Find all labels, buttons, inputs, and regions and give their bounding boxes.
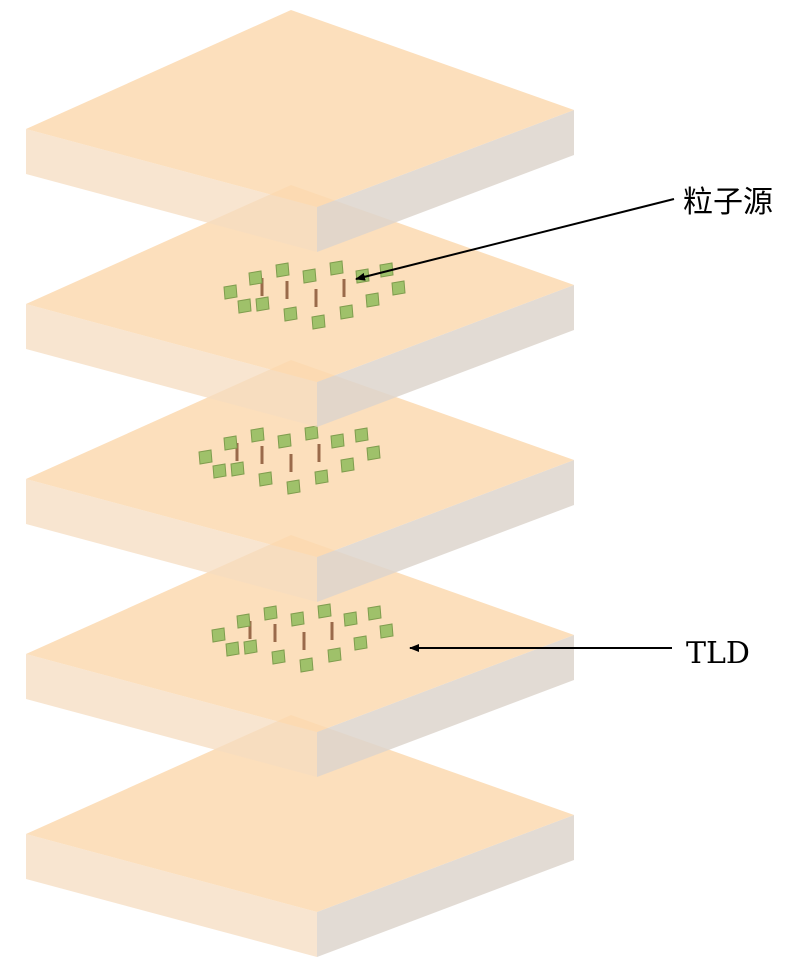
source-seed: [342, 279, 346, 297]
tld-chip: [223, 284, 238, 300]
slab-top-face: [26, 360, 574, 557]
tld-chip: [275, 262, 290, 278]
dosimeter-array: [211, 603, 394, 673]
source-seed: [317, 444, 321, 462]
source-seed: [302, 632, 306, 650]
slab-top-face: [26, 715, 574, 912]
source-seed: [314, 289, 318, 307]
tld-chip: [243, 639, 258, 655]
tld-chip: [391, 280, 406, 296]
particle-source-label: 粒子源: [683, 185, 773, 220]
tld-chip: [317, 603, 332, 619]
source-seed: [260, 278, 264, 296]
source-seed: [273, 624, 277, 642]
slab-left-face: [26, 129, 317, 252]
phantom-slab: [26, 185, 574, 427]
source-seed: [330, 622, 334, 640]
source-seed: [285, 281, 289, 299]
phantom-slab: [26, 715, 574, 957]
source-seed: [248, 621, 252, 639]
tld-chip: [366, 445, 381, 461]
slab-left-face: [26, 304, 317, 427]
tld-chip: [263, 605, 278, 621]
tld-chip: [340, 457, 355, 473]
tld-chip: [330, 433, 345, 449]
tld-chip: [343, 611, 358, 627]
tld-chip: [283, 306, 298, 322]
phantom-slab: [26, 10, 574, 252]
tld-chip: [230, 461, 245, 477]
dosimeter-array: [223, 260, 406, 330]
slab-right-face: [317, 815, 574, 957]
slab-left-face: [26, 479, 317, 602]
slab-left-face: [26, 834, 317, 957]
tld-chip: [212, 463, 227, 479]
tld-chip: [250, 427, 265, 443]
tld-chip: [365, 292, 380, 308]
phantom-slab: [26, 360, 574, 602]
tld-chip: [225, 641, 240, 657]
slab-right-face: [317, 285, 574, 427]
tld-label: TLD: [686, 636, 750, 671]
tld-chip: [367, 605, 382, 621]
tld-chip: [302, 268, 317, 284]
tld-chip: [237, 298, 252, 314]
tld-chip: [277, 433, 292, 449]
slab-left-face: [26, 654, 317, 777]
tld-chip: [198, 449, 213, 465]
tld-chip: [379, 623, 394, 639]
tld-chip: [353, 635, 368, 651]
tld-chip: [327, 647, 342, 663]
slab-right-face: [317, 635, 574, 777]
tld-chip: [255, 296, 270, 312]
tld-chip: [311, 314, 326, 330]
phantom-slab-stack: [26, 10, 574, 957]
tld-chip: [290, 611, 305, 627]
slab-top-face: [26, 185, 574, 382]
slab-right-face: [317, 460, 574, 602]
source-seed: [260, 446, 264, 464]
tld-chip: [354, 427, 369, 443]
tld-chip: [211, 627, 226, 643]
tld-chip: [339, 304, 354, 320]
tld-chip: [258, 471, 273, 487]
tld-chip: [314, 469, 329, 485]
tld-chip: [223, 435, 238, 451]
tld-chip: [329, 260, 344, 276]
source-pointer-arrow: [355, 198, 675, 281]
source-seed: [289, 454, 293, 472]
dosimeter-array: [198, 425, 381, 495]
slab-top-face: [26, 10, 574, 207]
source-seed: [235, 443, 239, 461]
tld-chip: [299, 657, 314, 673]
slab-top-face: [26, 535, 574, 732]
tld-chip: [271, 649, 286, 665]
tld-chip: [248, 270, 263, 286]
phantom-slab: [26, 535, 574, 777]
slab-right-face: [317, 110, 574, 252]
tld-chip: [304, 425, 319, 441]
label-arrows: [355, 198, 675, 652]
tld-chip: [286, 479, 301, 495]
tld-chip: [236, 613, 251, 629]
